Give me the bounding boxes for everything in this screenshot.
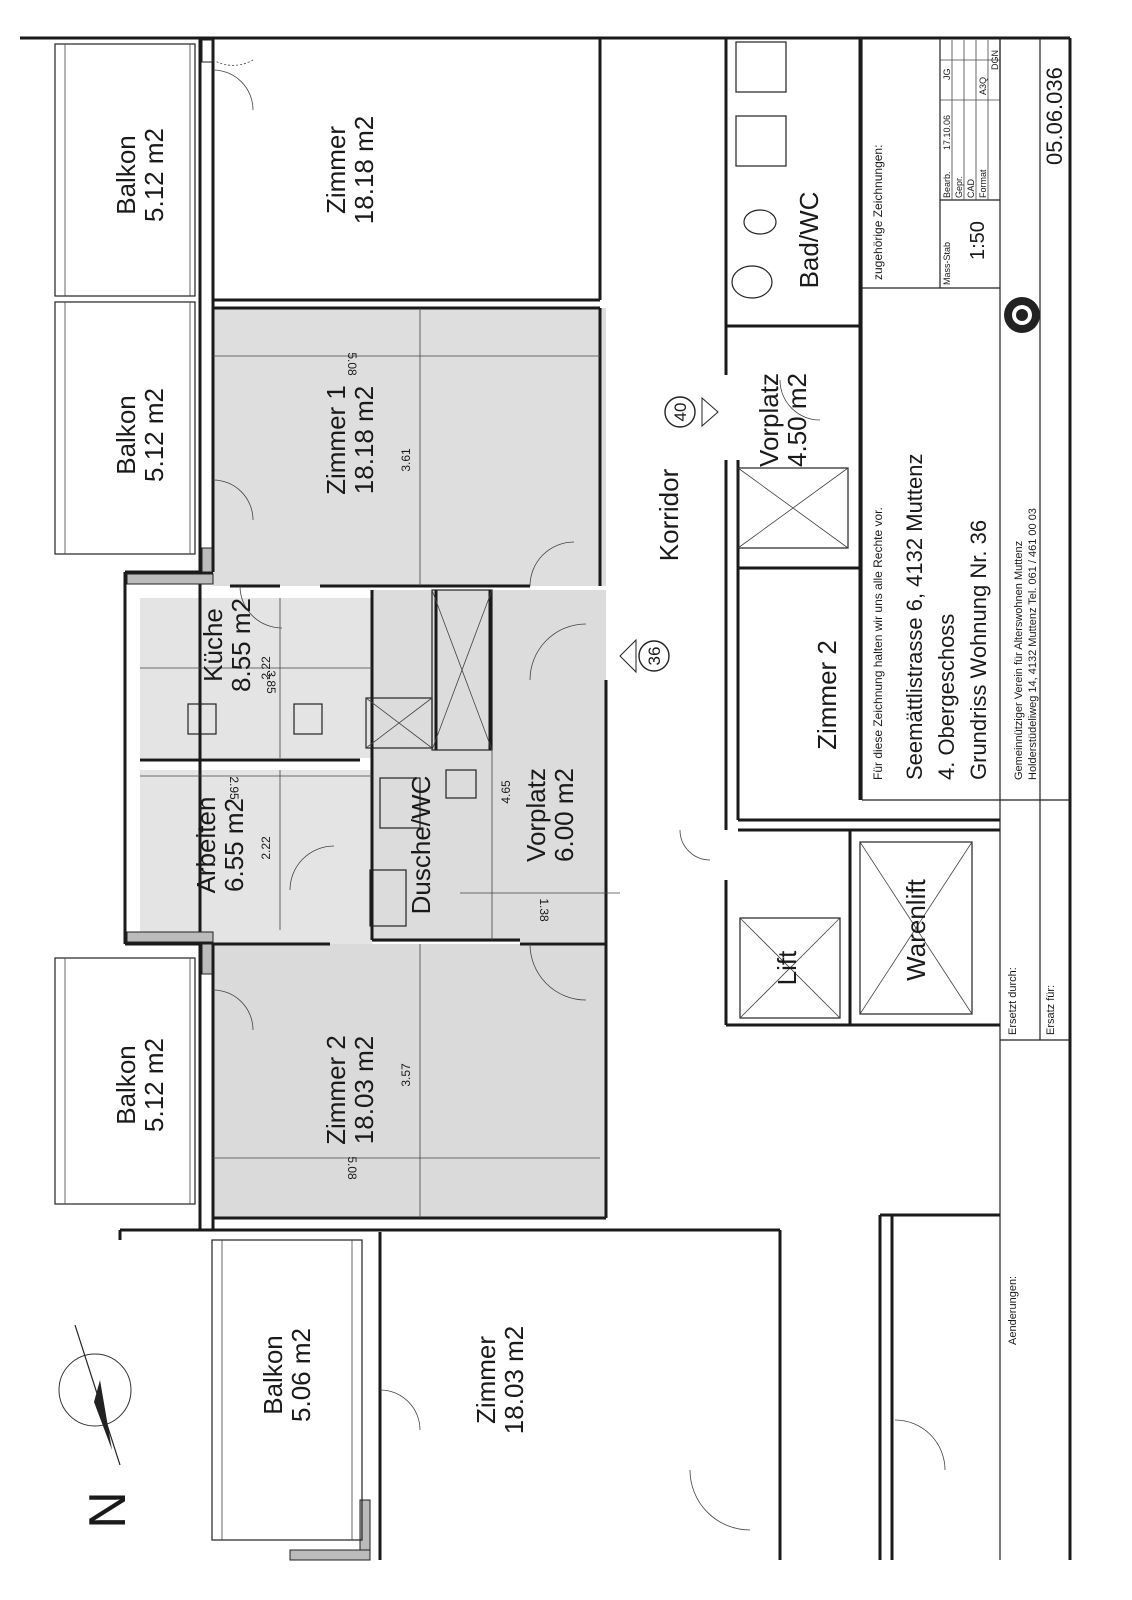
room-label-vorplatz-36: Vorplatz6.00 m2 [521,768,579,862]
room-label-zimmer-bottom: Zimmer18.03 m2 [471,1326,529,1434]
unit-number-36: 36 [645,647,664,666]
format-value: A3Q [978,77,988,95]
scale-label: Mass-Stab [942,242,952,285]
shafts [365,467,973,1019]
bearb-initials: JG [942,68,952,80]
dim-357: 3.57 [399,1063,413,1087]
title-block [861,38,1070,1560]
unit-marker-40: 40 [664,396,719,428]
dim-465: 4.65 [499,780,513,804]
wall-hatching [126,39,371,1561]
dim-138: 1.38 [537,898,551,922]
related-drawings: zugehörige Zeichnungen: [871,145,885,280]
dim-508-zimmer1: 5.08 [345,352,359,376]
dgn-label: DGN [990,50,1000,70]
door-swings [212,59,946,1531]
dim-222-kueche: 2.22 [259,656,273,680]
ersatz-fuer: Ersatz für: [1045,985,1057,1035]
north-arrow: N [58,1324,137,1529]
bearb-label: Bearb. [942,171,952,198]
room-label-balkon-3: Balkon5.12 m2 [111,1038,169,1132]
unit-number-40: 40 [671,403,690,422]
rights-note: Für diese Zeichnung halten wir uns alle … [871,507,885,780]
room-label-balkon-4: Balkon5.06 m2 [258,1328,316,1422]
balconies [54,43,363,1541]
room-label-arbeiten: Arbeiten6.55 m2 [191,797,249,894]
dim-295: 2.95 [227,776,241,800]
plan-number: 05.06.036 [1042,67,1067,165]
interior-walls [140,38,1000,1560]
scale-value: 1:50 [967,221,989,260]
owner-line-1: Gemeinnütziger Verein für Alterswohnen M… [1013,541,1025,780]
north-arrow-letter: N [79,1491,137,1529]
dim-508-zimmer2: 5.08 [345,1156,359,1180]
room-label-lift: Lift [772,950,802,985]
room-label-korridor: Korridor [654,468,684,561]
room-label-balkon-2: Balkon5.12 m2 [111,388,169,482]
gepr-label: Gepr. [954,176,964,198]
room-labels: Balkon5.12 m2 Zimmer18.18 m2 Balkon5.12 … [111,116,931,1434]
room-label-warenlift: Warenlift [901,878,931,980]
plan-title: Grundriss Wohnung Nr. 36 [966,520,991,780]
dim-385: 3.85 [264,670,278,694]
bearb-date: 17.10.06 [942,115,952,150]
owner-line-2: Holderstüdeliweg 14, 4132 Muttenz Tel. 0… [1027,508,1039,780]
room-label-vorplatz-40: Vorplatz4.50 m2 [754,373,812,467]
room-label-dusche: Dusche/WC [406,776,436,915]
floor: 4. Obergeschoss [934,614,959,780]
room-label-badwc: Bad/WC [794,192,824,289]
room-label-zimmer-2-neighbor: Zimmer 2 [812,640,842,750]
cad-label: CAD [966,178,976,198]
dim-361: 3.61 [399,448,413,472]
room-label-balkon-1: Balkon5.12 m2 [111,128,169,222]
dimension-lines [140,308,620,1218]
title-block-texts: Für diese Zeichnung halten wir uns alle … [871,50,1067,1345]
room-label-zimmer-2: Zimmer 218.03 m2 [321,1035,379,1145]
room-label-kueche: Küche8.55 m2 [198,598,256,692]
room-label-zimmer-1: Zimmer 118.18 m2 [321,385,379,495]
aenderungen: Aenderungen: [1007,1276,1019,1345]
format-label: Format [978,169,988,198]
dim-222-arbeiten: 2.22 [259,836,273,860]
outer-walls [20,36,1072,1560]
dimension-labels: 5.08 3.61 2.22 3.85 2.95 2.22 4.65 1.38 … [227,352,551,1180]
sanitary-fixtures [187,41,787,927]
unit-marker-36: 36 [619,638,670,674]
ersetzt-durch: Ersetzt durch: [1007,967,1019,1035]
address: Seemättlistrasse 6, 4132 Muttenz [902,454,927,781]
room-label-zimmer-top: Zimmer18.18 m2 [321,116,379,224]
